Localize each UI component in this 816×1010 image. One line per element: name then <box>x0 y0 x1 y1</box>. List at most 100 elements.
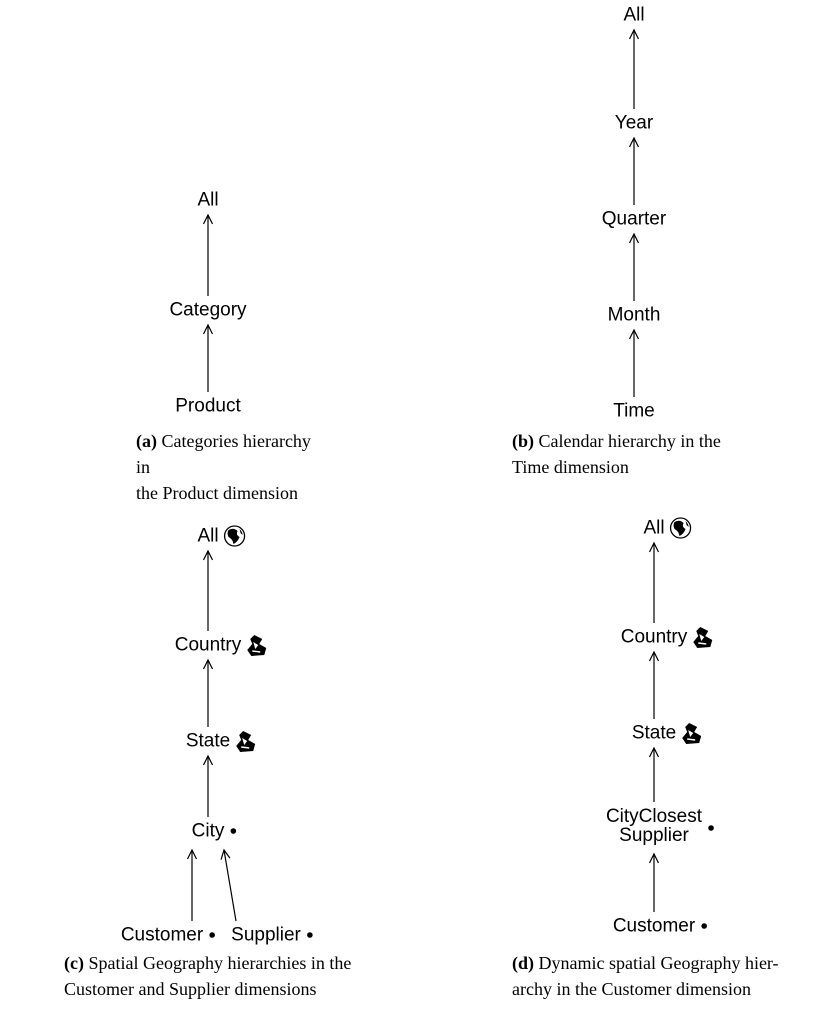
node-label: Category <box>169 300 247 321</box>
arrowhead <box>202 658 214 670</box>
caption-a-label: (a) <box>136 431 157 451</box>
node-all: All <box>197 190 218 211</box>
node-state: State <box>632 723 702 744</box>
node-country: Country <box>175 635 267 656</box>
edge-month-to-quarter <box>628 232 640 301</box>
node-customer: Customer <box>613 916 707 937</box>
node-quarter: Quarter <box>602 209 667 230</box>
edge-country-to-all <box>202 549 214 631</box>
node-label: CityClosest <box>606 806 703 827</box>
caption-c-label: (c) <box>64 953 84 973</box>
node-label: Product <box>175 396 241 417</box>
arrowhead <box>628 232 640 244</box>
node-supplier: Supplier <box>231 925 313 946</box>
point-icon <box>307 932 313 938</box>
edge-supplier-to-city <box>220 848 237 922</box>
edge-product-to-category <box>202 323 214 392</box>
edge-country-to-all <box>648 541 660 623</box>
arrowhead <box>628 328 640 340</box>
edge-year-to-all <box>628 28 640 109</box>
node-month: Month <box>608 305 661 326</box>
region-polygon-icon <box>693 627 713 648</box>
edge-city-to-state <box>202 754 214 817</box>
point-icon <box>708 825 714 831</box>
node-label: Supplier <box>619 825 689 846</box>
node-all: All <box>623 5 644 26</box>
node-label: Customer <box>613 916 696 937</box>
arrowhead <box>648 650 660 662</box>
globe-icon <box>223 525 246 547</box>
node-year: Year <box>615 113 654 134</box>
edge-state-to-country <box>648 650 660 719</box>
node-label: City <box>192 821 225 842</box>
point-icon <box>230 828 237 834</box>
caption-c-line-1: Spatial Geography hierarchies in the <box>88 953 352 973</box>
arrowhead <box>202 549 214 561</box>
arrowhead <box>202 213 214 225</box>
node-country: Country <box>621 627 713 648</box>
node-label: All <box>197 526 218 547</box>
node-label: Customer <box>121 925 204 946</box>
point-icon <box>209 932 215 938</box>
caption-d-label: (d) <box>512 953 534 973</box>
node-label: All <box>623 5 644 26</box>
caption-d-line-1: Dynamic spatial Geography hier- <box>538 953 779 973</box>
edge-customer-to-city <box>186 848 198 921</box>
node-label: All <box>197 190 218 211</box>
panel-d: AllCountryStateCityClosestSupplierCustom… <box>606 517 714 937</box>
node-label: Supplier <box>231 925 301 946</box>
region-polygon-icon <box>236 731 256 752</box>
node-customer: Customer <box>121 925 215 946</box>
node-label: State <box>186 731 230 752</box>
node-label: Country <box>175 635 242 656</box>
caption-d: (d) Dynamic spatial Geography hier- arch… <box>512 950 802 1002</box>
edge-category-to-all <box>202 213 214 296</box>
arrowhead <box>628 28 640 40</box>
arrowhead <box>202 323 214 335</box>
node-time: Time <box>613 401 655 422</box>
caption-c: (c) Spatial Geography hierarchies in the… <box>64 950 404 1002</box>
globe-icon <box>669 517 692 539</box>
caption-b: (b) Calendar hierarchy in the Time dimen… <box>512 428 782 480</box>
node-label: All <box>643 518 664 539</box>
caption-d-line-2: archy in the Customer dimension <box>512 979 751 999</box>
caption-b-line-2: Time dimension <box>512 457 629 477</box>
caption-a: (a) Categories hierarchy in the Product … <box>136 428 326 506</box>
node-label: Quarter <box>602 209 667 230</box>
node-product: Product <box>175 396 241 417</box>
region-polygon-icon <box>247 635 267 656</box>
caption-c-line-2: Customer and Supplier dimensions <box>64 979 317 999</box>
node-label: Country <box>621 627 688 648</box>
arrowhead <box>186 848 198 860</box>
point-icon <box>701 923 707 929</box>
edge-customer-to-cityclosestsupplier <box>648 852 660 912</box>
node-all: All <box>643 517 692 539</box>
node-state: State <box>186 731 256 752</box>
arrowhead <box>220 848 231 860</box>
node-category: Category <box>169 300 247 321</box>
region-polygon-icon <box>682 723 702 744</box>
arrowhead <box>648 541 660 553</box>
caption-a-line-2: the Product dimension <box>136 483 298 503</box>
node-label: Time <box>613 401 655 422</box>
edge-quarter-to-year <box>628 136 640 205</box>
node-label: Month <box>608 305 661 326</box>
node-label: State <box>632 723 676 744</box>
arrowhead <box>202 754 214 766</box>
node-all: All <box>197 525 246 547</box>
caption-b-line-1: Calendar hierarchy in the <box>538 431 721 451</box>
arrowhead <box>628 136 640 148</box>
caption-b-label: (b) <box>512 431 534 451</box>
edge-time-to-month <box>628 328 640 397</box>
node-label: Year <box>615 113 654 134</box>
node-city: City <box>192 821 237 842</box>
edge-cityclosestsupplier-to-state <box>648 746 660 802</box>
arrowhead <box>648 746 660 758</box>
caption-a-line-1: Categories hierarchy in <box>136 431 311 477</box>
arrowhead <box>648 852 660 864</box>
